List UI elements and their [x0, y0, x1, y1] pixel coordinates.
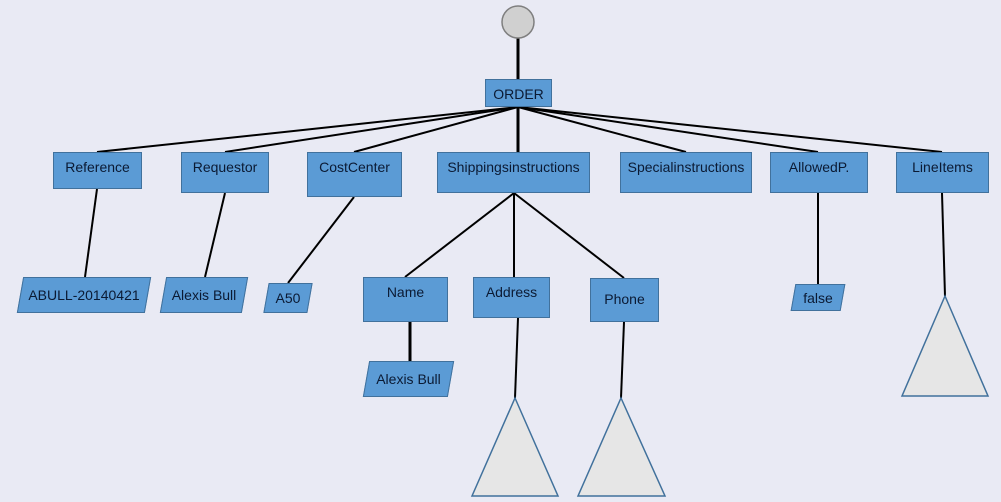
node-shippings-instructions: Shippingsinstructions [437, 152, 590, 193]
node-costcenter: CostCenter [307, 152, 402, 197]
edge-lineitems-triangle [941, 192, 946, 297]
edge-requestor-value [204, 192, 226, 278]
edge-order-costcenter [353, 106, 519, 153]
value-allowed-p: false [793, 284, 843, 311]
value-reference: ABULL-20140421 [20, 277, 148, 313]
root-circle-icon [501, 5, 535, 39]
value-name: Alexis Bull [366, 361, 451, 397]
edge-order-allowed [517, 106, 819, 153]
phone-collapsed-triangle-icon [576, 396, 667, 497]
node-requestor: Requestor [181, 152, 269, 193]
lineitems-collapsed-triangle-icon [900, 294, 990, 397]
edge-order-lineitems [517, 106, 943, 153]
node-phone: Phone [590, 278, 659, 322]
node-reference: Reference [53, 152, 142, 189]
edge-shippings-phone [513, 192, 625, 279]
node-allowed-p: AllowedP. [770, 152, 868, 193]
address-collapsed-triangle-icon [470, 396, 560, 497]
edge-costcenter-value [287, 196, 355, 284]
node-name: Name [363, 277, 448, 322]
value-costcenter: A50 [266, 283, 310, 313]
node-address: Address [473, 277, 550, 318]
edge-order-reference [96, 106, 519, 153]
node-line-items: LineItems [896, 152, 989, 193]
edge-address-triangle [514, 317, 519, 399]
edge-shippings-name [404, 192, 515, 278]
edge-reference-value [84, 188, 98, 278]
edge-order-special [517, 106, 687, 153]
edge-order-requestor [224, 106, 519, 153]
node-special-instructions: Specialinstructions [620, 152, 752, 193]
value-requestor: Alexis Bull [163, 277, 245, 313]
edge-phone-triangle [620, 321, 625, 399]
node-order: ORDER [485, 79, 552, 107]
